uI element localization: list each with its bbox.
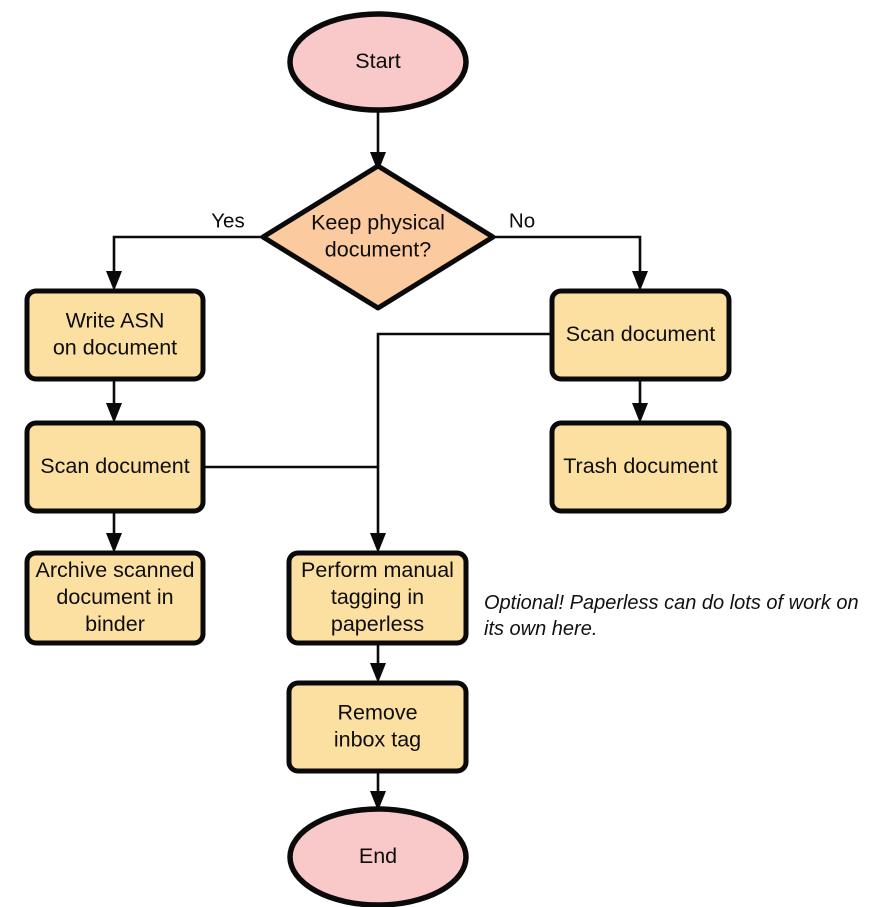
- node-label-scan-document-left: Scan document: [40, 454, 189, 478]
- edge-manual-tagging-to-remove-inbox-tag: [370, 643, 386, 683]
- node-shape-rect[interactable]: [24, 420, 206, 514]
- edges-layer: Yes No: [106, 110, 648, 811]
- node-shape-rect[interactable]: [286, 550, 469, 646]
- edge-label-decision-no-to-scan-document-right: No: [509, 209, 535, 232]
- node-scan-document-right[interactable]: Scan document: [549, 288, 732, 382]
- node-trash-document[interactable]: Trash document: [549, 420, 732, 514]
- edge-start-to-decision: [370, 110, 386, 172]
- edge-decision-no-to-scan-document-right: No: [493, 209, 648, 291]
- node-end[interactable]: End: [287, 806, 469, 907]
- node-shape-ellipse[interactable]: [287, 11, 469, 113]
- node-label-end: End: [359, 844, 397, 868]
- edge-scan-document-right-to-trash: [632, 379, 648, 423]
- edge-arrowhead: [632, 403, 648, 423]
- edge-arrowhead: [106, 403, 122, 423]
- node-shape-ellipse[interactable]: [287, 806, 469, 907]
- edge-arrowhead: [370, 791, 386, 811]
- node-label-scan-document-right: Scan document: [566, 322, 715, 346]
- node-shape-rect[interactable]: [549, 420, 732, 514]
- node-scan-document-left[interactable]: Scan document: [24, 420, 206, 514]
- edge-arrowhead: [370, 663, 386, 683]
- edge-arrowhead: [632, 271, 648, 291]
- edge-decision-yes-to-write-asn: Yes: [106, 209, 263, 291]
- annotation-optional-note: Optional! Paperless can do lots of work …: [484, 592, 859, 640]
- edge-label-decision-yes-to-write-asn: Yes: [211, 209, 244, 232]
- edge-remove-inbox-tag-to-end: [370, 771, 386, 811]
- edge-line: [112, 235, 263, 281]
- node-shape-rect[interactable]: [24, 288, 206, 382]
- node-label-start: Start: [355, 49, 400, 73]
- node-start[interactable]: Start: [287, 11, 469, 113]
- edge-write-asn-to-scan-document-left: [106, 379, 122, 423]
- edge-line: [376, 332, 552, 543]
- annotations-layer: Optional! Paperless can do lots of work …: [484, 592, 859, 640]
- edge-arrowhead: [106, 533, 122, 553]
- node-shape-rect[interactable]: [286, 680, 469, 774]
- node-shape-rect[interactable]: [24, 550, 206, 646]
- node-label-trash-document: Trash document: [563, 454, 718, 478]
- node-shape-rect[interactable]: [549, 288, 732, 382]
- node-shape-diamond[interactable]: [260, 163, 496, 311]
- edge-arrowhead: [106, 271, 122, 291]
- edge-arrowhead: [370, 152, 386, 172]
- edge-scan-document-right-to-manual-tagging: [370, 332, 552, 553]
- edge-line: [493, 235, 642, 281]
- edge-arrowhead: [370, 533, 386, 553]
- edge-scan-document-left-to-archive: [106, 511, 122, 553]
